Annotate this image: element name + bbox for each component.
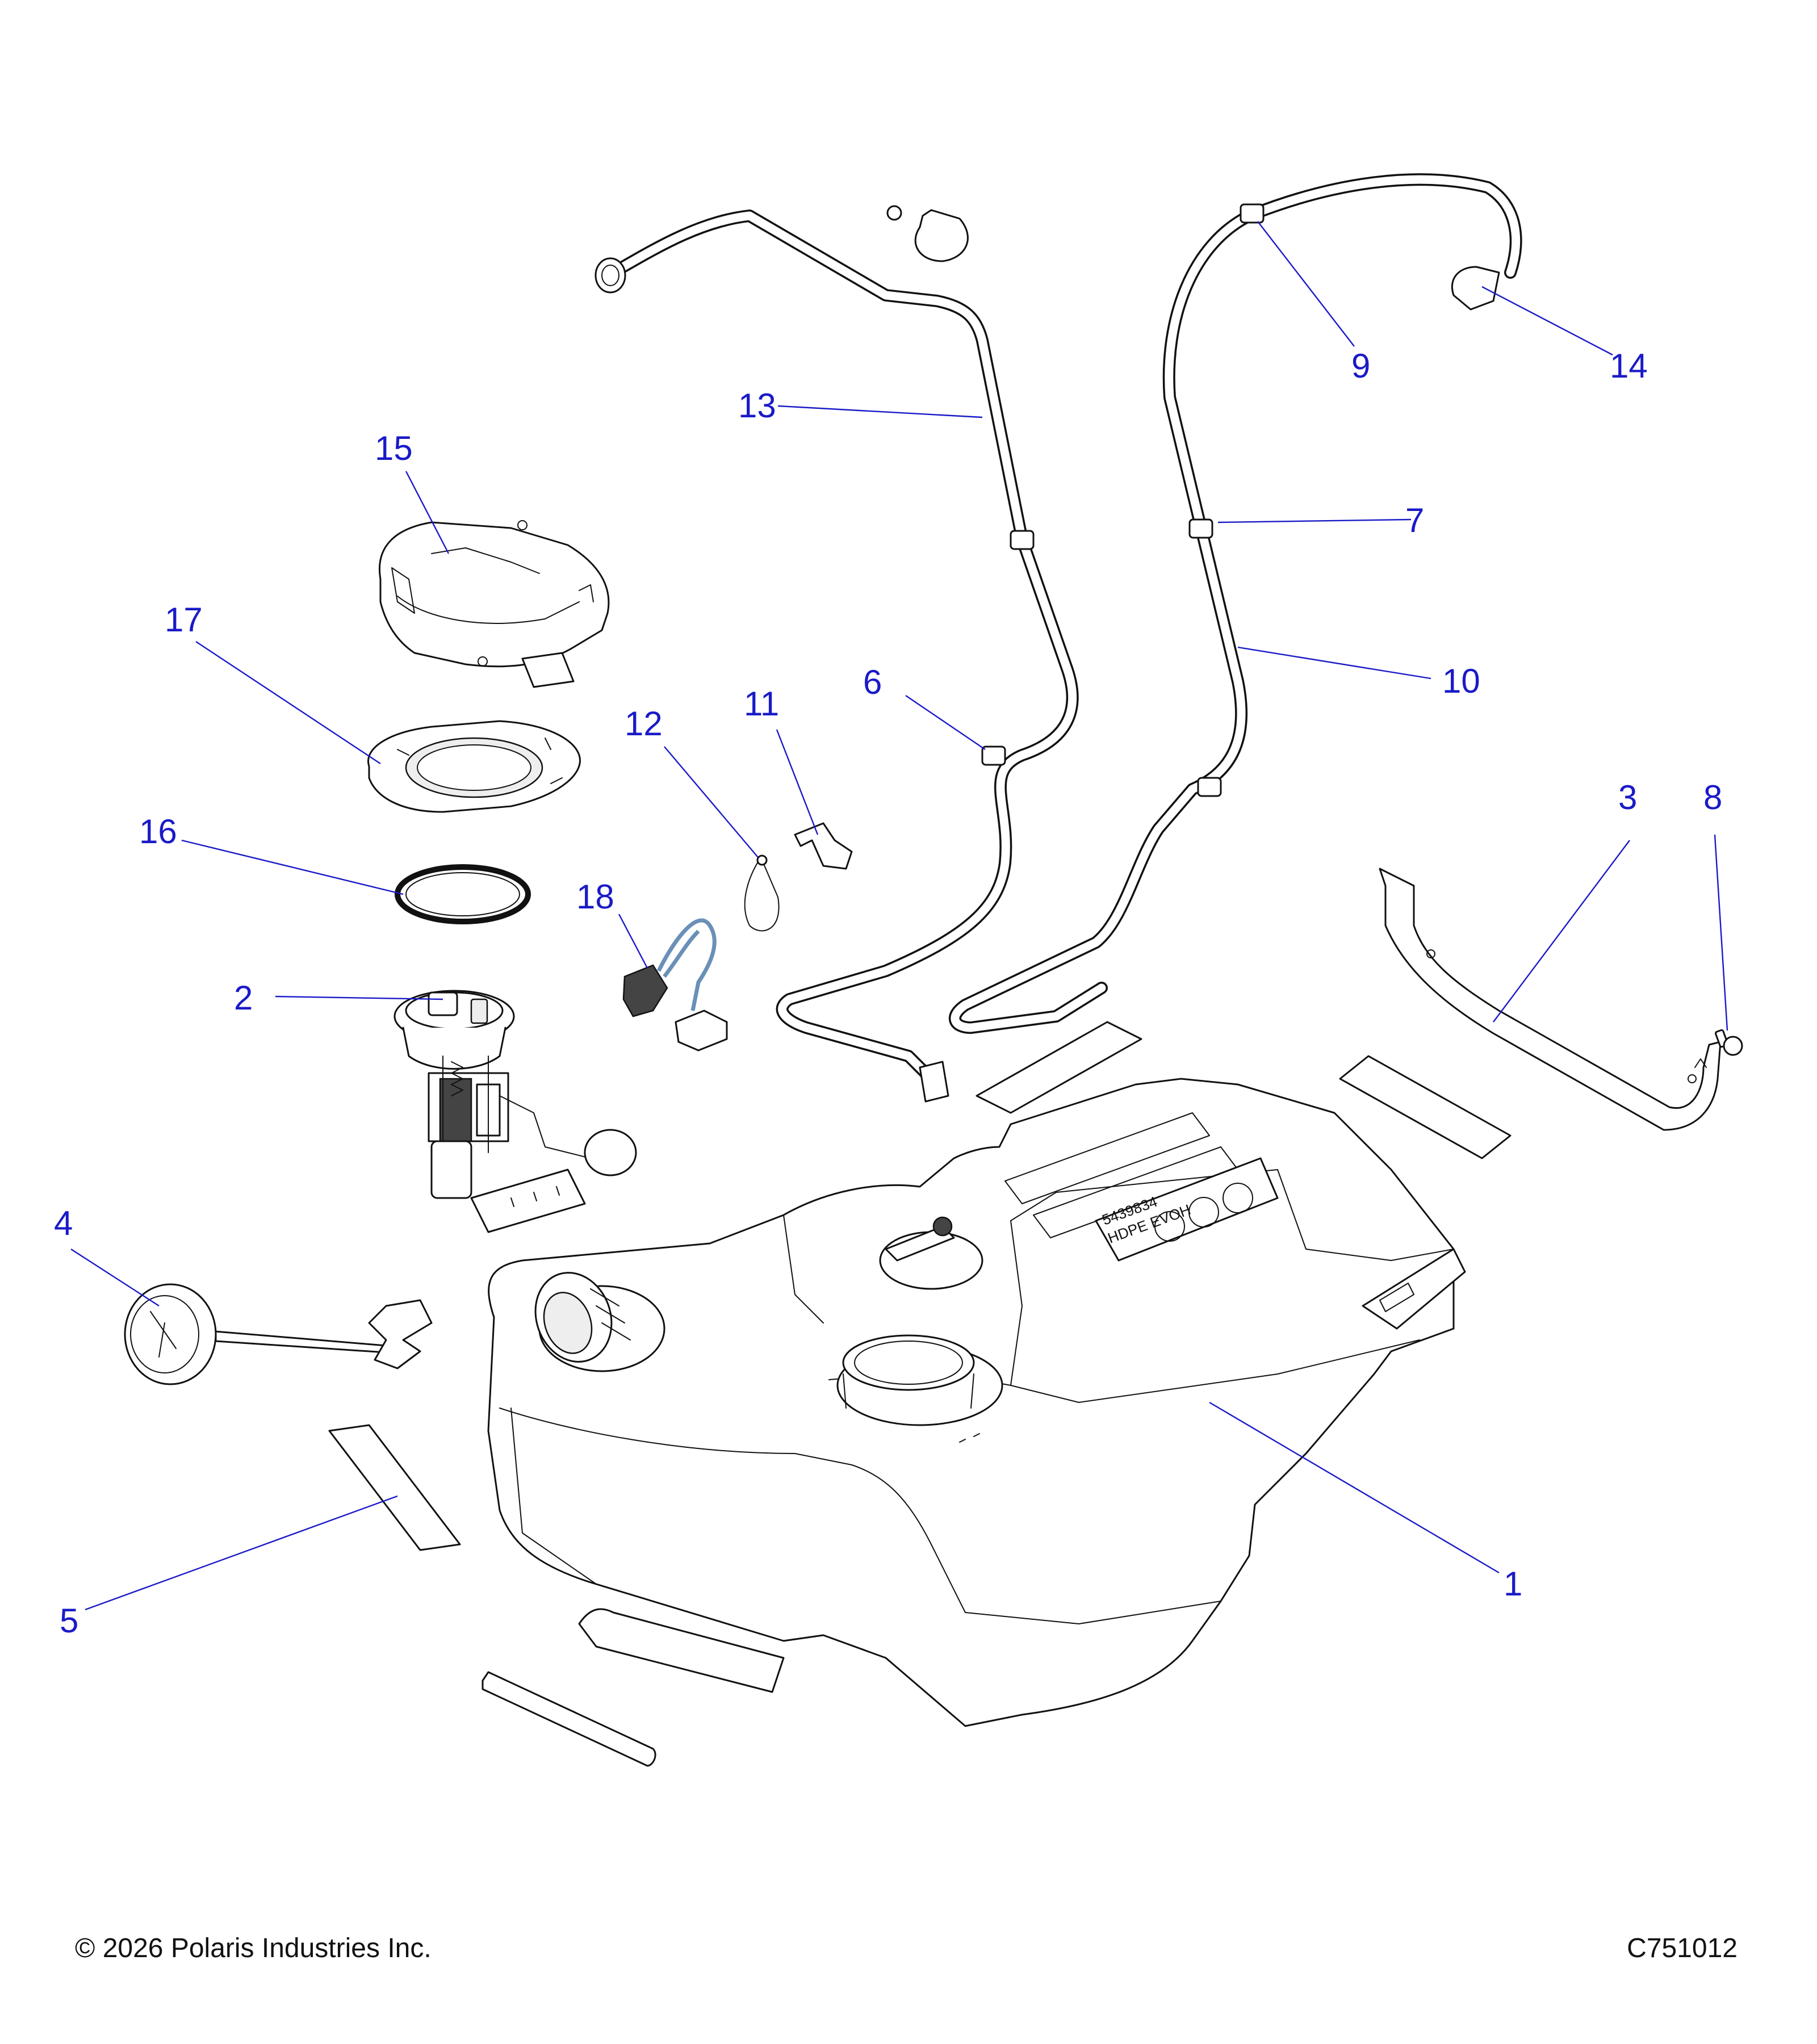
leader-15 (405, 471, 450, 554)
leader-2 (275, 995, 443, 1000)
callout-8: 8 (1703, 778, 1722, 816)
leader-11 (776, 729, 819, 835)
cable-tie[interactable] (744, 855, 780, 932)
strap-bolt[interactable] (1714, 1029, 1743, 1056)
pump-harness[interactable] (622, 918, 728, 1052)
callout-9: 9 (1351, 347, 1370, 385)
callout-18: 18 (576, 878, 614, 916)
gasket[interactable] (395, 864, 531, 924)
callout-4: 4 (54, 1204, 73, 1242)
leader-10 (1237, 646, 1431, 680)
tank-pad-lower-2[interactable] (482, 1671, 656, 1767)
hose-clip[interactable] (794, 822, 853, 870)
callout-17: 17 (165, 601, 203, 639)
tank-pad[interactable] (328, 1424, 461, 1551)
vent-hose-left[interactable] (594, 210, 1079, 1103)
leader-6 (905, 695, 986, 750)
pump-retainer[interactable] (379, 520, 610, 688)
callout-3: 3 (1618, 778, 1637, 816)
leader-1 (1209, 1401, 1500, 1574)
leader-4 (70, 1248, 160, 1307)
callout-5: 5 (60, 1602, 78, 1640)
callout-7: 7 (1405, 501, 1424, 539)
callout-labels: 1 2 3 4 5 6 7 8 9 10 11 12 13 14 15 16 1… (54, 347, 1722, 1640)
leader-8 (1714, 834, 1728, 1031)
callout-1: 1 (1504, 1565, 1522, 1603)
lock-ring[interactable] (367, 720, 581, 813)
fuel-tank[interactable]: 5439834 HDPE EVOH (487, 1078, 1466, 1727)
callout-11: 11 (744, 685, 779, 723)
callout-14: 14 (1610, 347, 1648, 385)
hose-clamp-top[interactable] (886, 205, 969, 262)
tank-strap[interactable] (1379, 868, 1722, 1131)
diagram-id: C751012 (1627, 1933, 1738, 1963)
leader-lines (70, 221, 1728, 1611)
leader-12 (664, 746, 759, 858)
callout-13: 13 (738, 387, 776, 425)
vent-cap[interactable] (1451, 266, 1500, 311)
leader-16 (181, 839, 404, 895)
leader-14 (1481, 286, 1613, 356)
callout-15: 15 (375, 429, 413, 467)
callout-6: 6 (863, 663, 882, 701)
leader-7 (1217, 518, 1412, 523)
tank-pad-lower-1[interactable] (578, 1608, 785, 1693)
leader-9 (1257, 221, 1355, 347)
fuel-pump-assembly[interactable] (393, 990, 637, 1233)
vent-hose-right[interactable] (949, 173, 1522, 1034)
callout-12: 12 (625, 705, 663, 743)
leader-18 (618, 914, 648, 969)
leader-13 (777, 405, 983, 418)
callout-16: 16 (139, 812, 177, 851)
copyright-notice: © 2026 Polaris Industries Inc. (75, 1933, 432, 1963)
fuel-cap-tether[interactable] (124, 1283, 433, 1385)
leader-17 (195, 640, 381, 765)
tank-pad-top-2[interactable] (1339, 1055, 1512, 1159)
callout-2: 2 (234, 979, 253, 1017)
leader-5 (85, 1495, 398, 1611)
callout-10: 10 (1442, 662, 1480, 700)
leader-3 (1493, 840, 1630, 1023)
tank-pad-top-1[interactable] (976, 1021, 1142, 1114)
